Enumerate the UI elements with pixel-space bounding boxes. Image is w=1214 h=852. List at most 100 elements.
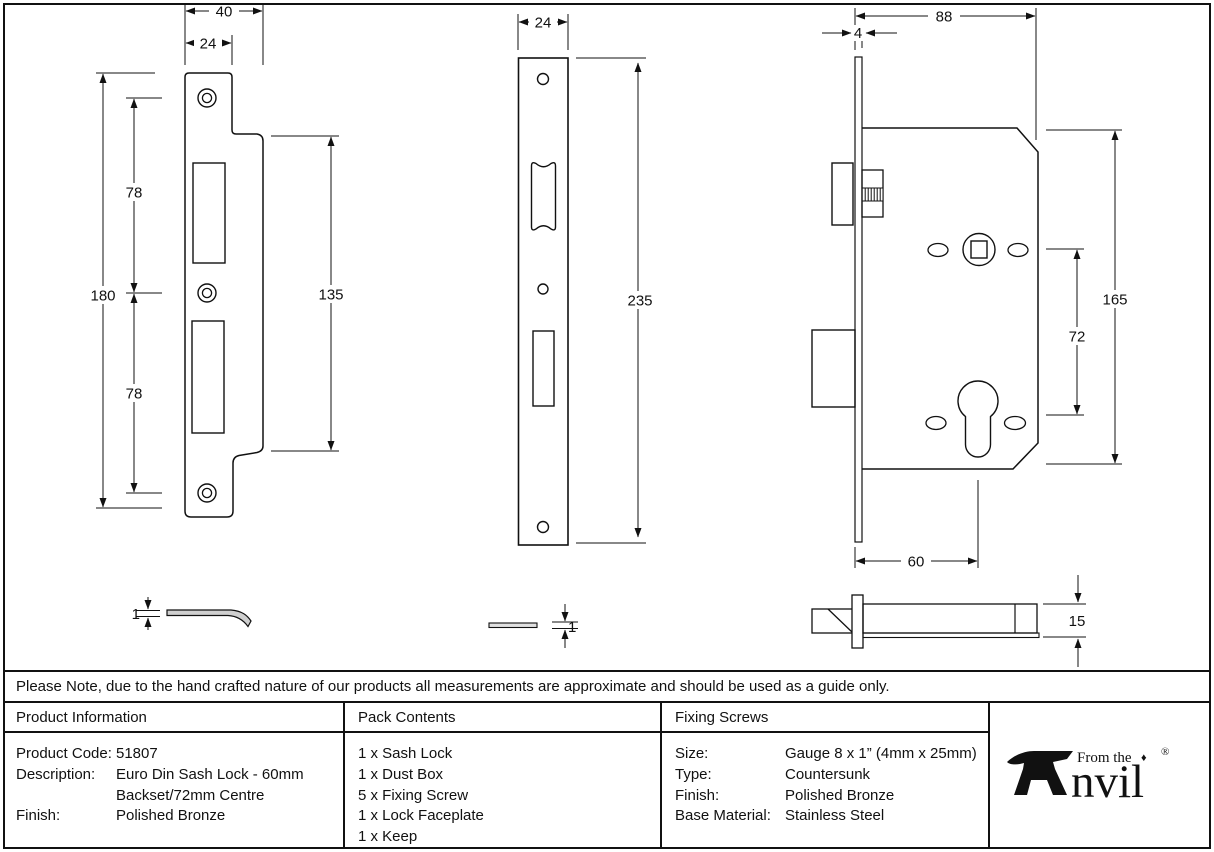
- dim-lock-case-height: 15: [1069, 613, 1086, 630]
- lock-body-view: [811, 56, 1039, 543]
- anvil-icon: [1006, 751, 1073, 795]
- faceplate-hole-top: [536, 72, 550, 86]
- lock-faceplate-edge: [854, 56, 863, 543]
- fixing-screws-header: Fixing Screws: [662, 703, 988, 733]
- dim-lock-height: 165: [1102, 292, 1127, 309]
- faceplate-dimensions: [517, 14, 646, 544]
- keep-screw-hole-mid: [197, 283, 217, 303]
- dim-keep-upper-centres: 78: [126, 185, 143, 202]
- latch-spring-hatch: [861, 187, 884, 202]
- faceplate-front-view: [517, 57, 569, 546]
- registered-mark: ®: [1161, 746, 1169, 758]
- case-top-view: [862, 603, 1038, 634]
- row-label: Description:: [16, 765, 96, 783]
- row-value: Euro Din Sash Lock - 60mm: [116, 765, 304, 783]
- keep-side-view: 1: [132, 597, 252, 630]
- info-table: Product Information Product Code:51807 D…: [3, 703, 1211, 849]
- table-row: Description: Euro Din Sash Lock - 60mm: [16, 765, 337, 786]
- faceplate-dimension-labels: 24 235: [529, 14, 658, 310]
- fixing-hole-upper-right: [1007, 242, 1029, 258]
- table-row: Type: Countersunk: [675, 765, 982, 786]
- pack-contents-column: Pack Contents 1 x Sash Lock 1 x Dust Box…: [345, 703, 662, 849]
- dim-keep-lower-centres: 78: [126, 386, 143, 403]
- keep-deadbolt-cutout: [191, 320, 225, 434]
- brand-column: nvil From the ♦ ®: [990, 703, 1211, 849]
- dim-keep-height: 180: [90, 288, 115, 305]
- row-value: Backset/72mm Centre: [116, 786, 265, 804]
- dim-lock-faceplate-thickness: 4: [854, 25, 862, 42]
- fixing-hole-lower-right: [1003, 415, 1027, 431]
- lock-body-dimensions: [822, 8, 1122, 568]
- faceplate-side-profile: [488, 622, 538, 629]
- logo-wordmark: nvil: [1071, 756, 1144, 808]
- keep-latch-cutout: [192, 162, 226, 264]
- keep-front-view: [184, 72, 264, 518]
- table-row: Finish:Polished Bronze: [675, 786, 982, 807]
- table-row: Finish: Polished Bronze: [16, 806, 337, 827]
- technical-drawing: 40 24 180 78 78 135 1: [86, 3, 1128, 667]
- list-item: 1 x Lock Faceplate: [358, 807, 484, 825]
- row-label: Size:: [675, 745, 709, 762]
- dim-keep-inner-span: 135: [318, 287, 343, 304]
- faceplate-side-view: 1: [488, 604, 578, 648]
- case-flange: [862, 632, 1040, 639]
- lock-case-outline: [862, 127, 1039, 470]
- keep-screw-hole-top-inner: [201, 92, 213, 104]
- spindle-square: [970, 240, 988, 259]
- faceplate-hole-mid: [537, 283, 549, 295]
- table-row: Product Code:51807: [16, 744, 337, 765]
- euro-cylinder-cutout: [957, 380, 999, 458]
- keep-outline: [184, 72, 264, 518]
- row-value: Countersunk: [785, 765, 871, 783]
- from-the-anvil-logo: nvil From the ♦ ®: [1006, 746, 1169, 808]
- note-text: Please Note, due to the hand crafted nat…: [16, 678, 890, 695]
- spindle-follower: [962, 232, 996, 267]
- latch-bevel-edge: [827, 608, 854, 634]
- list-item: 5 x Fixing Screw: [358, 786, 469, 804]
- keep-dimension-labels: 40 24 180 78 78 135: [86, 3, 349, 403]
- row-value: Polished Bronze: [116, 807, 226, 825]
- faceplate-hole-bottom: [536, 520, 550, 534]
- list-item: 1 x Dust Box: [358, 765, 444, 783]
- pack-contents-header: Pack Contents: [345, 703, 660, 733]
- deadbolt-head: [811, 329, 856, 408]
- row-label: Type:: [675, 765, 712, 783]
- row-value: Stainless Steel: [785, 807, 885, 825]
- row-value: Gauge 8 x 1” (4mm x 25mm): [785, 745, 977, 762]
- keep-side-profile: [166, 609, 252, 628]
- dim-keep-width-inner: 24: [200, 36, 217, 53]
- dim-lock-centres: 72: [1069, 329, 1086, 346]
- dim-keep-thickness: 1: [132, 606, 140, 623]
- table-row: Base Material:Stainless Steel: [675, 806, 982, 827]
- faceplate-latch-cutout: [530, 161, 557, 231]
- lock-top-view-dimension: [1043, 575, 1086, 667]
- latch-bolt-head: [831, 162, 854, 226]
- keep-screw-hole-mid-inner: [201, 287, 213, 299]
- fixing-screws-column: Fixing Screws Size: Gauge 8 x 1” (4mm x 2…: [662, 703, 990, 849]
- keep-screw-hole-top: [197, 88, 217, 108]
- fixing-hole-lower-left: [925, 415, 947, 431]
- list-item: 1 x Keep: [358, 828, 418, 846]
- dim-keep-width-outer: 40: [216, 4, 233, 21]
- faceplate-outline: [517, 57, 569, 546]
- faceplate-top-view: [851, 594, 864, 649]
- keep-screw-hole-bottom: [197, 483, 217, 503]
- table-row: Size: Gauge 8 x 1” (4mm x 25mm): [675, 744, 982, 765]
- row-label: Finish:: [16, 807, 61, 825]
- table-row: Backset/72mm Centre: [16, 786, 337, 807]
- dim-faceplate-thickness: 1: [568, 619, 576, 636]
- row-value: Polished Bronze: [785, 786, 895, 804]
- diamond-icon: ♦: [1141, 752, 1147, 764]
- lock-top-view: [811, 594, 1040, 649]
- product-information-column: Product Information Product Code:51807 D…: [3, 703, 345, 849]
- dim-faceplate-height: 235: [627, 293, 652, 310]
- dim-faceplate-width: 24: [535, 15, 552, 32]
- note-bar: Please Note, due to the hand crafted nat…: [3, 670, 1211, 703]
- faceplate-deadbolt-cutout: [532, 330, 555, 407]
- dim-lock-backset: 60: [908, 554, 925, 571]
- fixing-hole-upper-left: [927, 242, 949, 258]
- keep-screw-hole-bottom-inner: [201, 487, 213, 499]
- dim-lock-depth: 88: [936, 9, 953, 26]
- product-information-header: Product Information: [3, 703, 343, 733]
